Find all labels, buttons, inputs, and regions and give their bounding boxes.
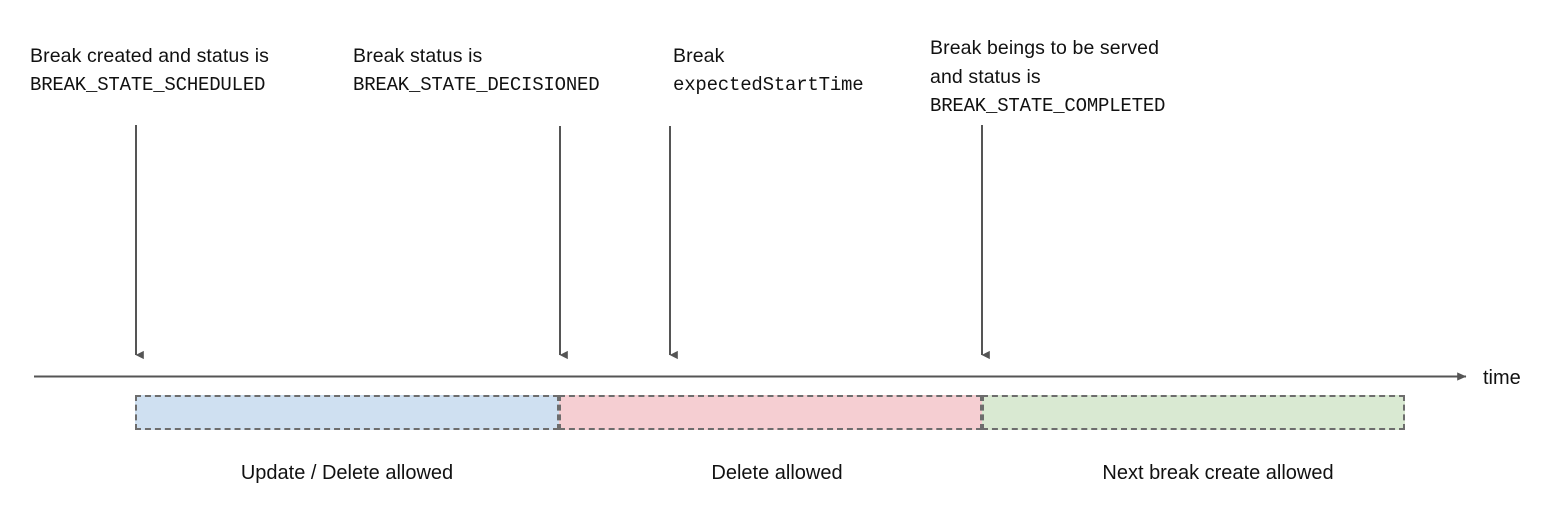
event-annotation-scheduled-line1: Break created and status is [30, 45, 269, 67]
phase-bar-update-delete [135, 395, 559, 430]
event-annotation-completed-line2: and status is [930, 66, 1041, 88]
event-annotation-expected-start-time-line1: Break [673, 45, 725, 67]
event-annotation-decisioned-line1: Break status is [353, 45, 483, 67]
event-annotation-decisioned: Break status is BREAK_STATE_DECISIONED [353, 42, 600, 100]
event-annotation-decisioned-state: BREAK_STATE_DECISIONED [353, 74, 600, 96]
event-annotation-completed-line1: Break beings to be served [930, 37, 1160, 59]
event-annotation-completed: Break beings to be served and status is … [930, 34, 1165, 121]
event-annotation-scheduled: Break created and status is BREAK_STATE_… [30, 42, 269, 100]
event-annotation-completed-state: BREAK_STATE_COMPLETED [930, 95, 1166, 117]
event-annotation-expected-start-time-field: expectedStartTime [673, 74, 864, 96]
phase-bar-delete-only [559, 395, 982, 430]
event-annotation-expected-start-time: Break expectedStartTime [673, 42, 864, 100]
phase-caption-delete-only: Delete allowed [711, 462, 843, 484]
time-axis-label: time [1483, 367, 1521, 389]
phase-caption-update-delete: Update / Delete allowed [240, 462, 454, 484]
phase-caption-next-break-create: Next break create allowed [1102, 462, 1334, 484]
phase-bar-next-break-create [982, 395, 1405, 430]
event-annotation-scheduled-state: BREAK_STATE_SCHEDULED [30, 74, 266, 96]
